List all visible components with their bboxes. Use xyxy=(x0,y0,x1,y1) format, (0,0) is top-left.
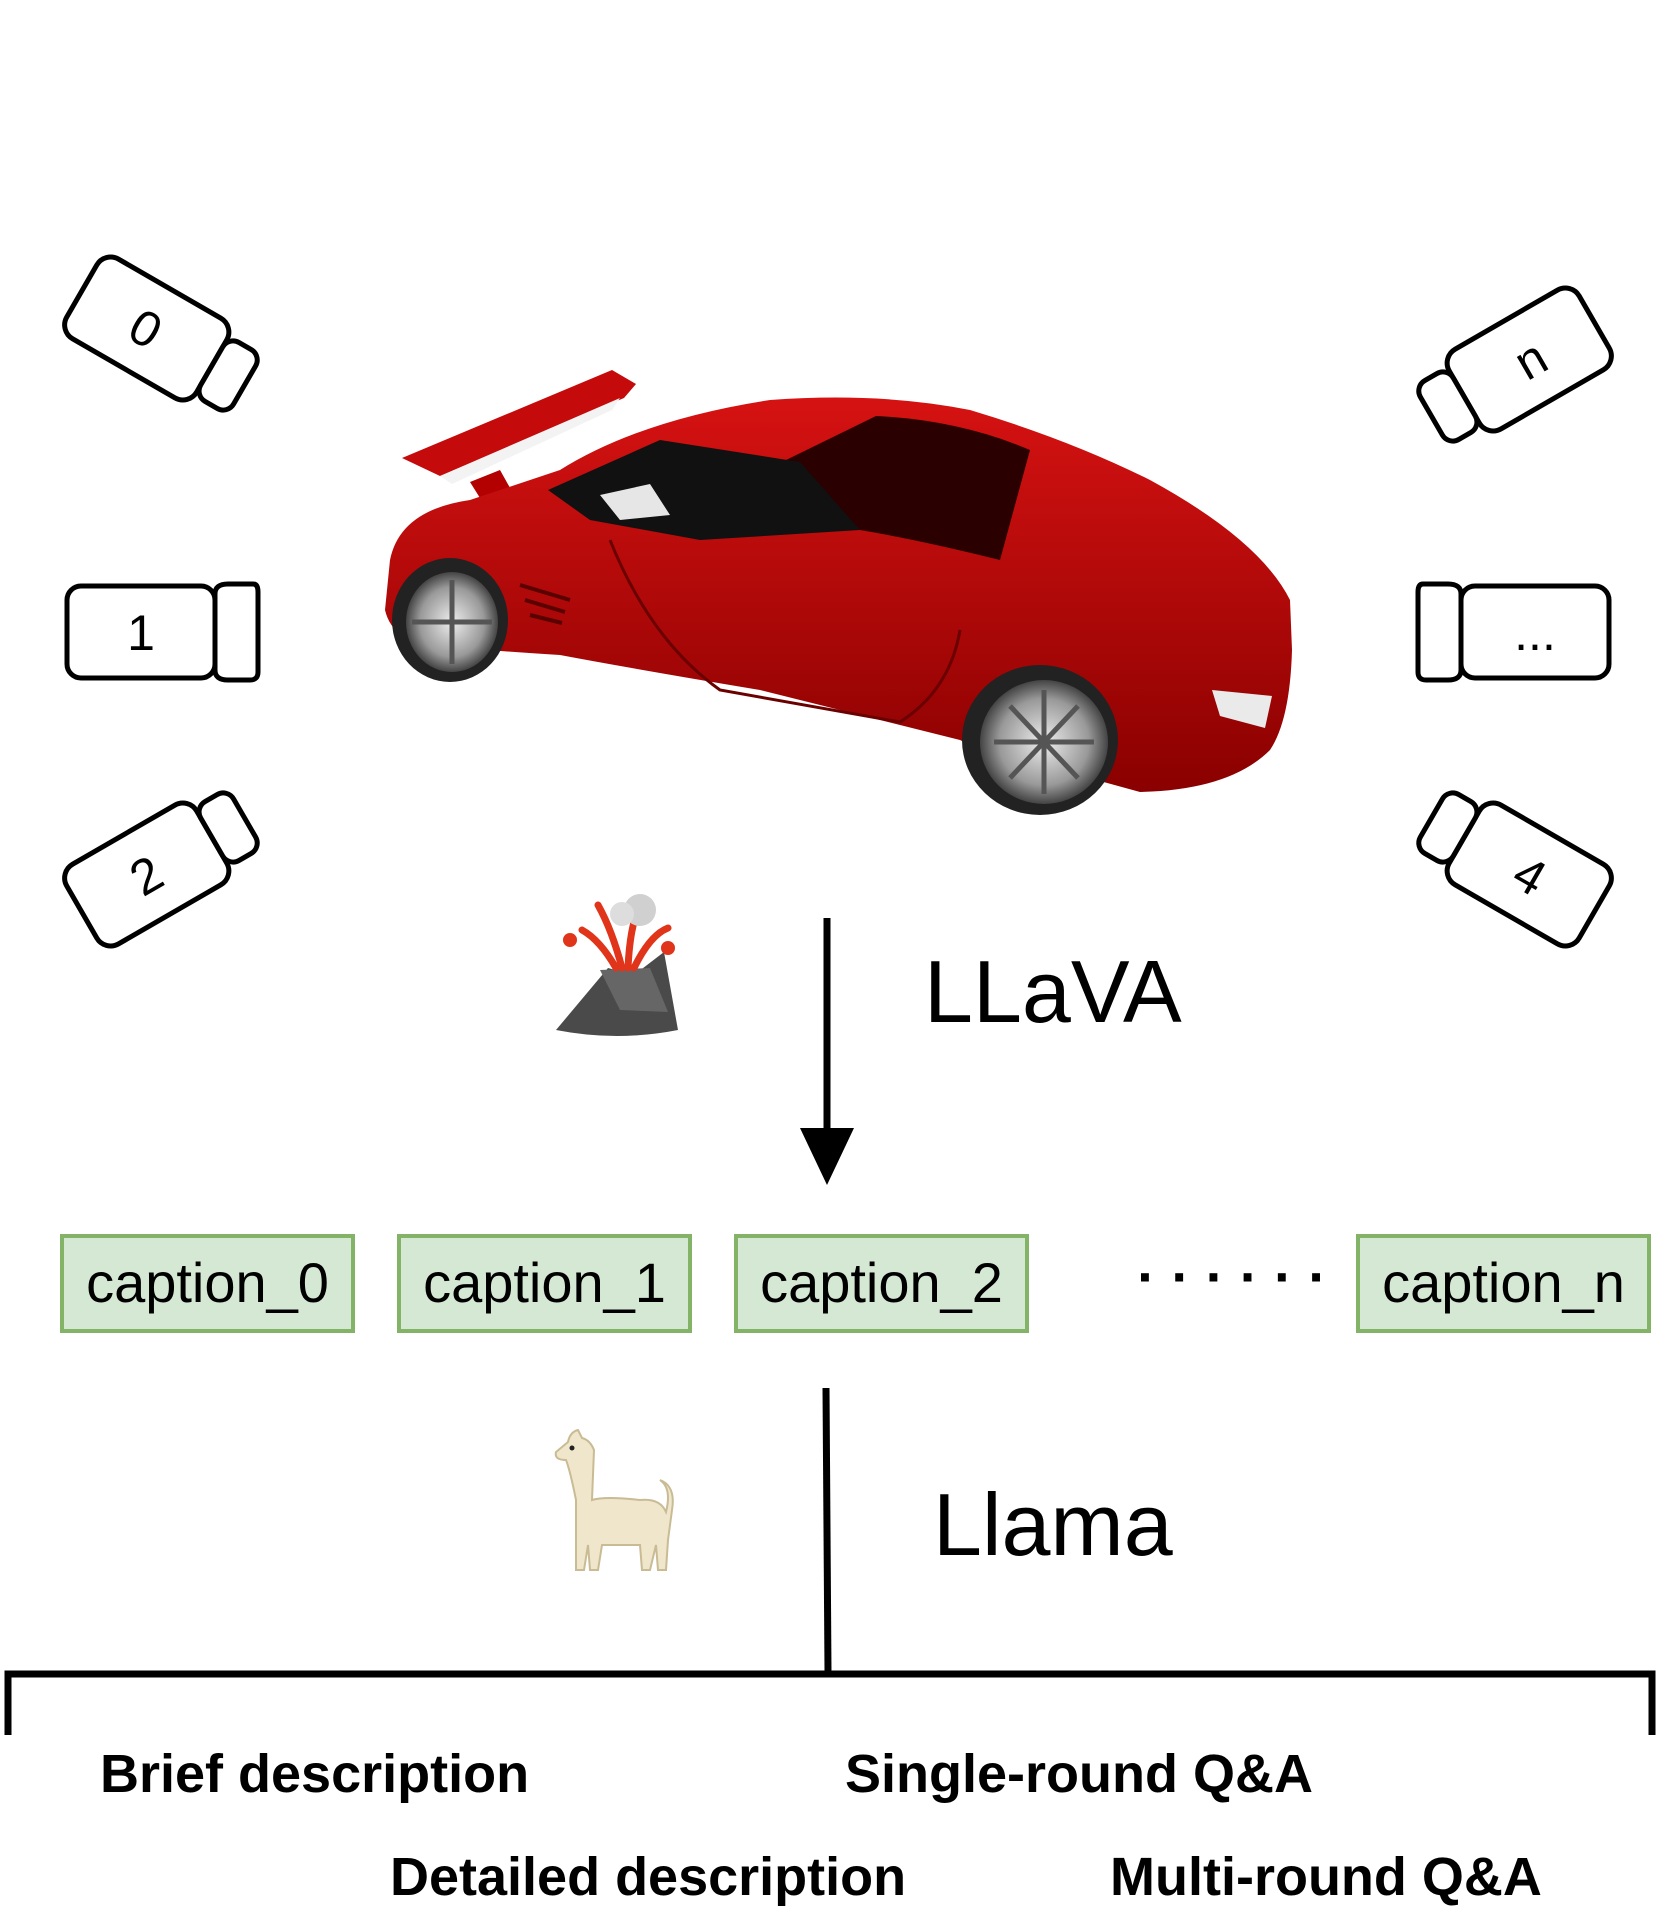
output-brief-description: Brief description xyxy=(100,1744,529,1804)
output-multi-round-qa: Multi-round Q&A xyxy=(1110,1847,1542,1907)
camera-1: 1 xyxy=(64,581,261,683)
camera-ellipsis: ... xyxy=(1415,581,1612,683)
output-detailed-description: Detailed description xyxy=(390,1847,906,1907)
llama-connector-line xyxy=(822,1387,832,1673)
video-camera-icon xyxy=(62,254,260,413)
caption-0-text: caption_0 xyxy=(86,1251,329,1314)
caption-box-0: caption_0 xyxy=(60,1234,355,1333)
caption-box-1: caption_1 xyxy=(397,1234,692,1333)
video-camera-icon xyxy=(1416,285,1614,444)
caption-box-n: caption_n xyxy=(1356,1234,1651,1333)
video-camera-icon xyxy=(1416,790,1614,949)
caption-box-2: caption_2 xyxy=(734,1234,1029,1333)
video-camera-icon xyxy=(1415,581,1612,683)
camera-0: 0 xyxy=(62,254,260,413)
llama-icon xyxy=(554,1428,674,1571)
llama-label: Llama xyxy=(933,1475,1173,1574)
llava-label: LLaVA xyxy=(924,942,1182,1041)
caption-n-text: caption_n xyxy=(1382,1251,1625,1314)
output-single-round-qa: Single-round Q&A xyxy=(845,1744,1313,1804)
camera-1-label: 1 xyxy=(127,605,155,661)
camera-ellipsis-label: ... xyxy=(1514,605,1556,661)
camera-4: 4 xyxy=(1416,790,1614,949)
volcano-icon xyxy=(556,894,678,1036)
llava-arrow-head xyxy=(800,1128,854,1185)
red-sports-car-image xyxy=(385,370,1292,815)
output-bracket xyxy=(4,1670,1656,1735)
video-camera-icon xyxy=(62,790,260,949)
caption-ellipsis: · · · · · · xyxy=(1137,1245,1327,1308)
caption-1-text: caption_1 xyxy=(423,1251,666,1314)
caption-2-text: caption_2 xyxy=(760,1251,1003,1314)
camera-n: n xyxy=(1416,285,1614,444)
camera-2: 2 xyxy=(62,790,260,949)
video-camera-icon xyxy=(64,581,261,683)
